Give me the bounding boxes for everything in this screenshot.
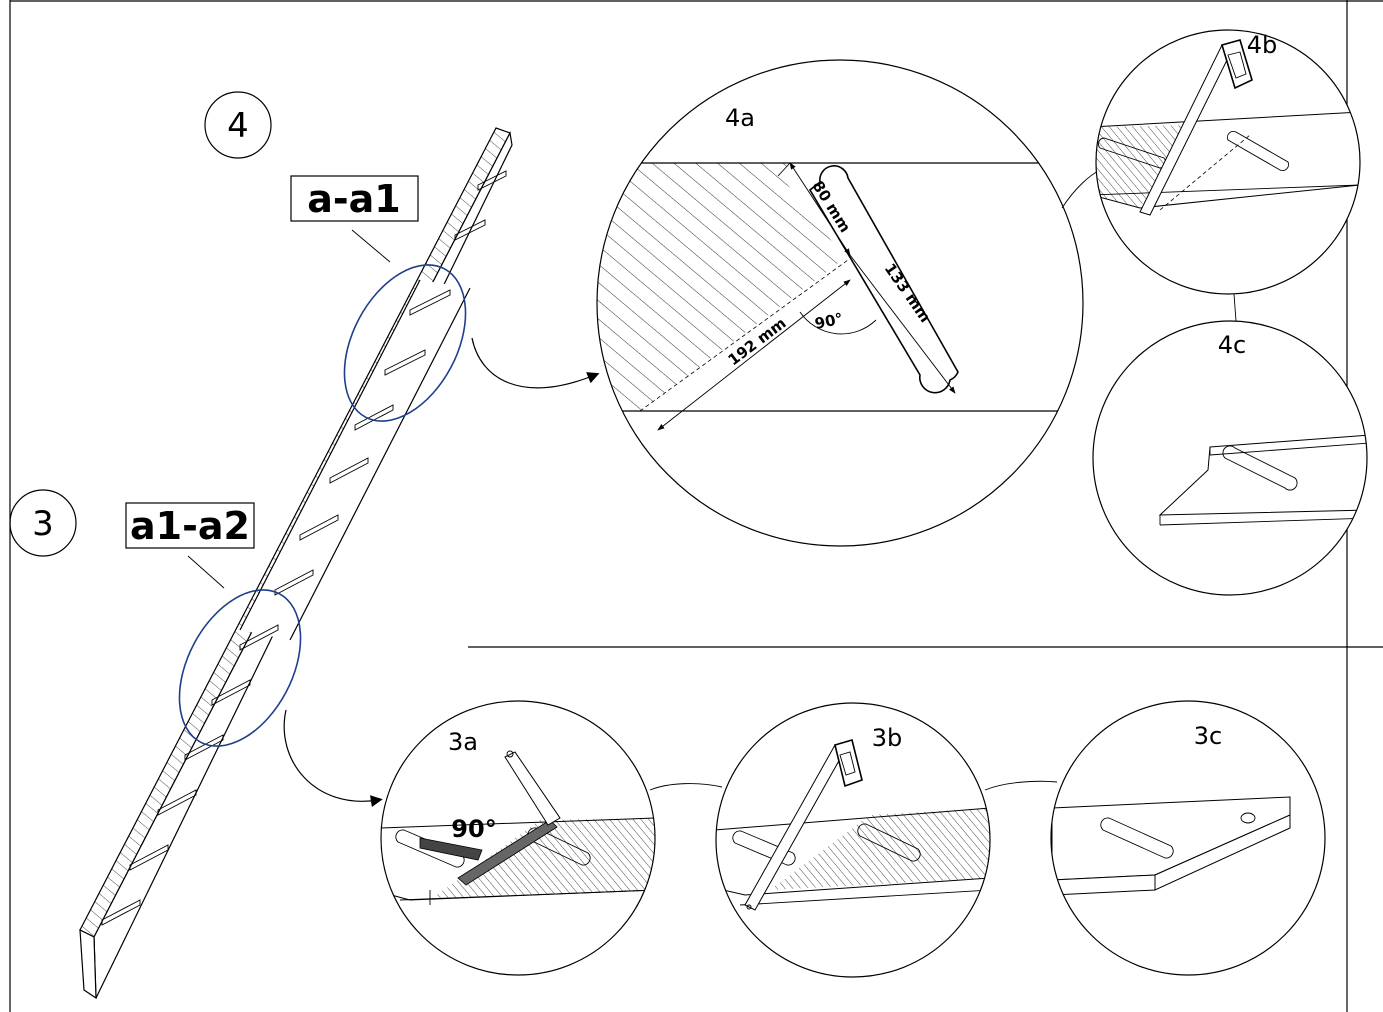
detail-4a-label: 4a [725, 104, 755, 132]
detail-3c: 3c [1050, 700, 1326, 976]
detail-3a: 3a 90° [380, 700, 656, 976]
board-slots [101, 170, 507, 926]
step-4-badge: 4 [204, 91, 272, 159]
detail-3b-label: 3b [872, 724, 903, 752]
callout-arrow-4 [471, 337, 600, 389]
step-4-number: 4 [227, 106, 249, 146]
detail-4c-label: 4c [1218, 331, 1246, 359]
detail-3b: 3b [715, 702, 991, 978]
cut-label-a-a1-text: a-a1 [307, 177, 401, 221]
cut-label-a1-a2: a1-a2 [125, 502, 255, 589]
cut-label-a1-a2-text: a1-a2 [130, 504, 250, 548]
detail-4a: 4a 80 mm 133 mm 192 mm 90° [596, 59, 1084, 547]
angle-90-4a: 90° [813, 309, 844, 333]
step-3-number: 3 [32, 504, 54, 544]
long-board [79, 127, 513, 1000]
detail-3c-label: 3c [1194, 722, 1222, 750]
cut-label-a-a1: a-a1 [290, 175, 419, 263]
detail-3a-label: 3a [448, 728, 478, 756]
highlight-ellipse-a-a1 [343, 264, 467, 422]
detail-4b: 4b [1095, 29, 1361, 295]
callout-arrow-3 [283, 709, 383, 808]
highlight-ellipse-a1-a2 [178, 589, 302, 747]
angle-90-3a: 90° [451, 815, 496, 843]
detail-4b-label: 4b [1247, 31, 1278, 59]
detail-4c: 4c [1092, 320, 1368, 596]
step-3-badge: 3 [9, 489, 77, 557]
